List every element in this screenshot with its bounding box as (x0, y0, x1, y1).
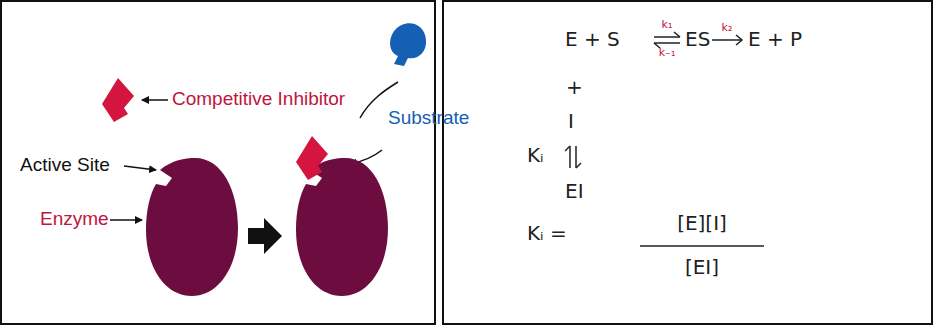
equation-term: [E][I] (677, 212, 727, 234)
equilibrium-arrow (575, 146, 577, 168)
rate-constant: k₂ (722, 22, 733, 34)
leader-arrow (142, 99, 168, 101)
forward-arrow (654, 36, 680, 38)
equation-term: Kᵢ = (527, 222, 567, 244)
right-panel (443, 1, 932, 324)
part-label: Substrate (388, 108, 469, 129)
block-arrow (248, 218, 282, 254)
forward-arrow (712, 39, 742, 41)
leader-arrow (110, 219, 142, 221)
part-label: Active Site (20, 155, 110, 176)
reaction-term: ES (685, 28, 710, 50)
fraction-bar (640, 245, 764, 247)
inhibitor-shape (102, 78, 134, 122)
equation-term: [EI] (685, 256, 719, 278)
reaction-term: EI (565, 180, 584, 202)
rate-constant: k₁ (662, 19, 673, 31)
reaction-term: + (566, 76, 583, 98)
substrate-shape (390, 23, 426, 66)
constant-label: Kᵢ (527, 144, 544, 166)
reaction-term: I (568, 110, 574, 132)
reverse-arrow (654, 42, 680, 44)
equilibrium-arrow (569, 146, 571, 168)
left-panel (1, 1, 435, 324)
reaction-term: E + P (748, 28, 802, 50)
inhibitor-shape (296, 136, 328, 180)
part-label: Enzyme (40, 209, 109, 230)
rate-constant: k₋₁ (659, 47, 676, 59)
enzyme-shape (146, 158, 238, 296)
leader-arrow (124, 166, 156, 170)
part-label: Competitive Inhibitor (172, 89, 345, 110)
reaction-term: E + S (565, 28, 620, 50)
